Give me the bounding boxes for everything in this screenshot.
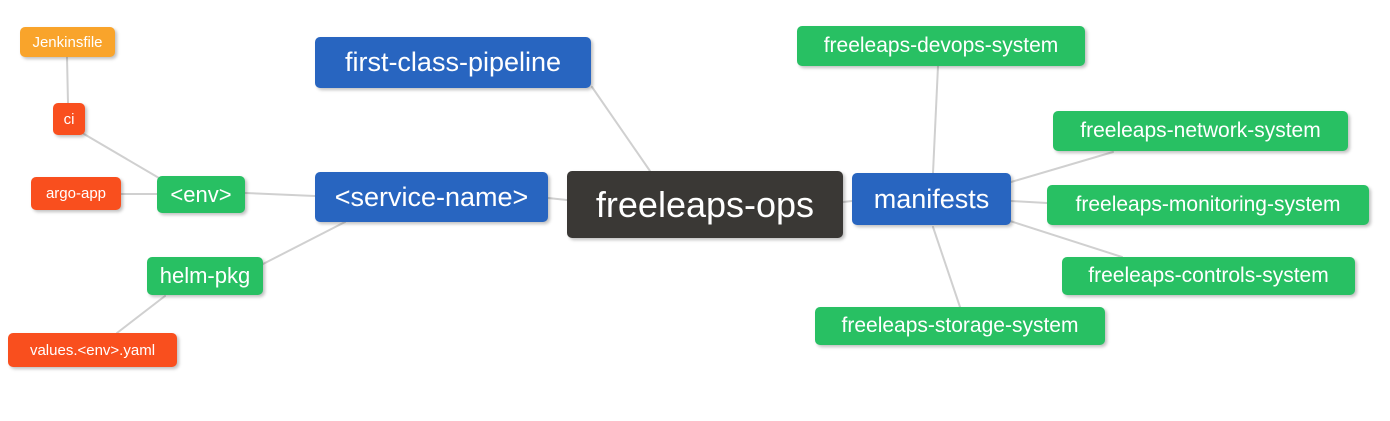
edge-manifests-devops: [932, 65, 939, 174]
node-freeleaps-controls-system[interactable]: freeleaps-controls-system: [1062, 257, 1355, 295]
edge-manifests-network: [1010, 151, 1114, 183]
edge-helm-pkg-service-name: [262, 221, 346, 265]
edge-manifests-controls: [1009, 220, 1123, 258]
node-first-class-pipeline[interactable]: first-class-pipeline: [315, 37, 591, 88]
node-argo-app[interactable]: argo-app: [31, 177, 121, 210]
node-service-name[interactable]: <service-name>: [315, 172, 548, 222]
edge-values-helm-pkg: [116, 295, 166, 334]
node-manifests[interactable]: manifests: [852, 173, 1011, 225]
node-helm-pkg[interactable]: helm-pkg: [147, 257, 263, 295]
edge-env-service-name: [244, 192, 316, 197]
edge-root-manifests: [842, 200, 853, 203]
node-jenkinsfile[interactable]: Jenkinsfile: [20, 27, 115, 57]
node-ci[interactable]: ci: [53, 103, 85, 135]
node-freeleaps-devops-system[interactable]: freeleaps-devops-system: [797, 26, 1085, 66]
node-values-env-yaml[interactable]: values.<env>.yaml: [8, 333, 177, 367]
node-freeleaps-storage-system[interactable]: freeleaps-storage-system: [815, 307, 1105, 345]
edge-service-name-root: [547, 197, 568, 201]
node-env[interactable]: <env>: [157, 176, 245, 213]
edge-jenkinsfile-ci: [66, 56, 69, 104]
node-freeleaps-network-system[interactable]: freeleaps-network-system: [1053, 111, 1348, 151]
node-freeleaps-monitoring-system[interactable]: freeleaps-monitoring-system: [1047, 185, 1369, 225]
edge-manifests-storage: [932, 226, 961, 308]
edge-pipeline-root: [591, 86, 651, 172]
edge-ci-env: [83, 133, 160, 179]
edge-manifests-monitoring: [1010, 200, 1048, 204]
node-freeleaps-ops-root[interactable]: freeleaps-ops: [567, 171, 843, 238]
